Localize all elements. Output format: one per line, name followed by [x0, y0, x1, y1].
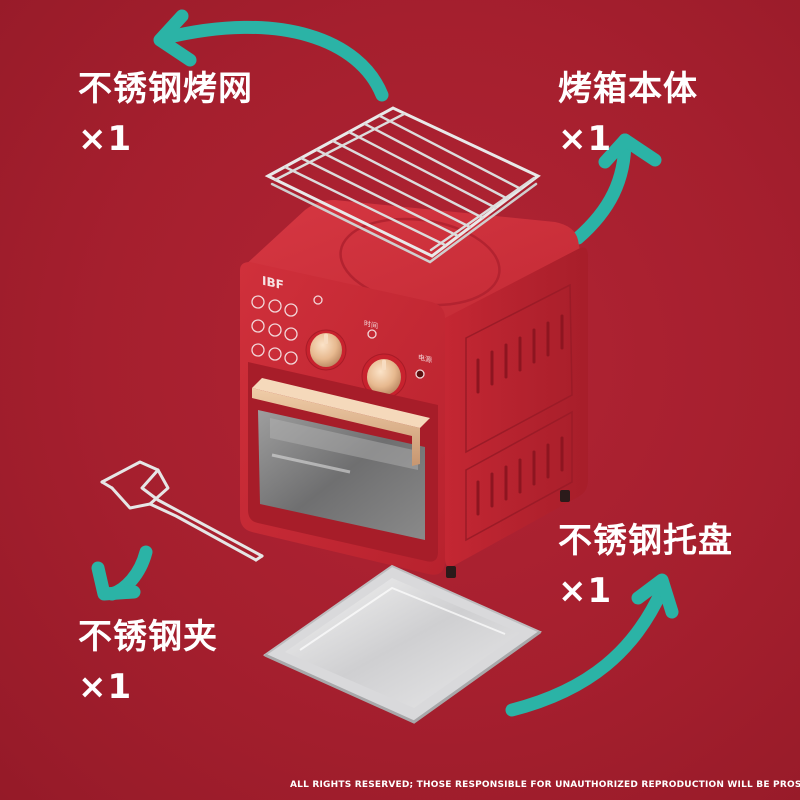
- label-oven-body-name: 烤箱本体: [558, 69, 698, 109]
- temperature-knob: [305, 329, 347, 371]
- timer-knob: [361, 353, 407, 399]
- wire-rack: [264, 106, 541, 264]
- oven-body: [240, 200, 588, 578]
- arrow-to-body: [571, 133, 662, 245]
- label-wire-rack-qty: ×1: [78, 119, 133, 159]
- copyright-notice: ALL RIGHTS RESERVED; THOSE RESPONSIBLE F…: [290, 780, 800, 790]
- label-tray-qty: ×1: [558, 571, 613, 611]
- label-tray-name: 不锈钢托盘: [558, 521, 733, 561]
- label-oven-body-qty: ×1: [558, 119, 613, 159]
- label-wire-rack-name: 不锈钢烤网: [78, 69, 253, 109]
- baking-tray: [262, 564, 543, 724]
- arrow-to-rack: [153, 9, 389, 102]
- label-tongs-name: 不锈钢夹: [78, 617, 218, 657]
- label-tongs-qty: ×1: [78, 667, 133, 707]
- tongs: [100, 460, 264, 562]
- label-tongs: 不锈钢夹 ×1: [78, 612, 218, 712]
- label-tray: 不锈钢托盘 ×1: [558, 516, 733, 616]
- arrow-to-tongs: [91, 545, 153, 601]
- label-oven-body: 烤箱本体 ×1: [558, 64, 698, 164]
- label-wire-rack: 不锈钢烤网 ×1: [78, 64, 253, 164]
- arrow-to-tray: [505, 573, 679, 717]
